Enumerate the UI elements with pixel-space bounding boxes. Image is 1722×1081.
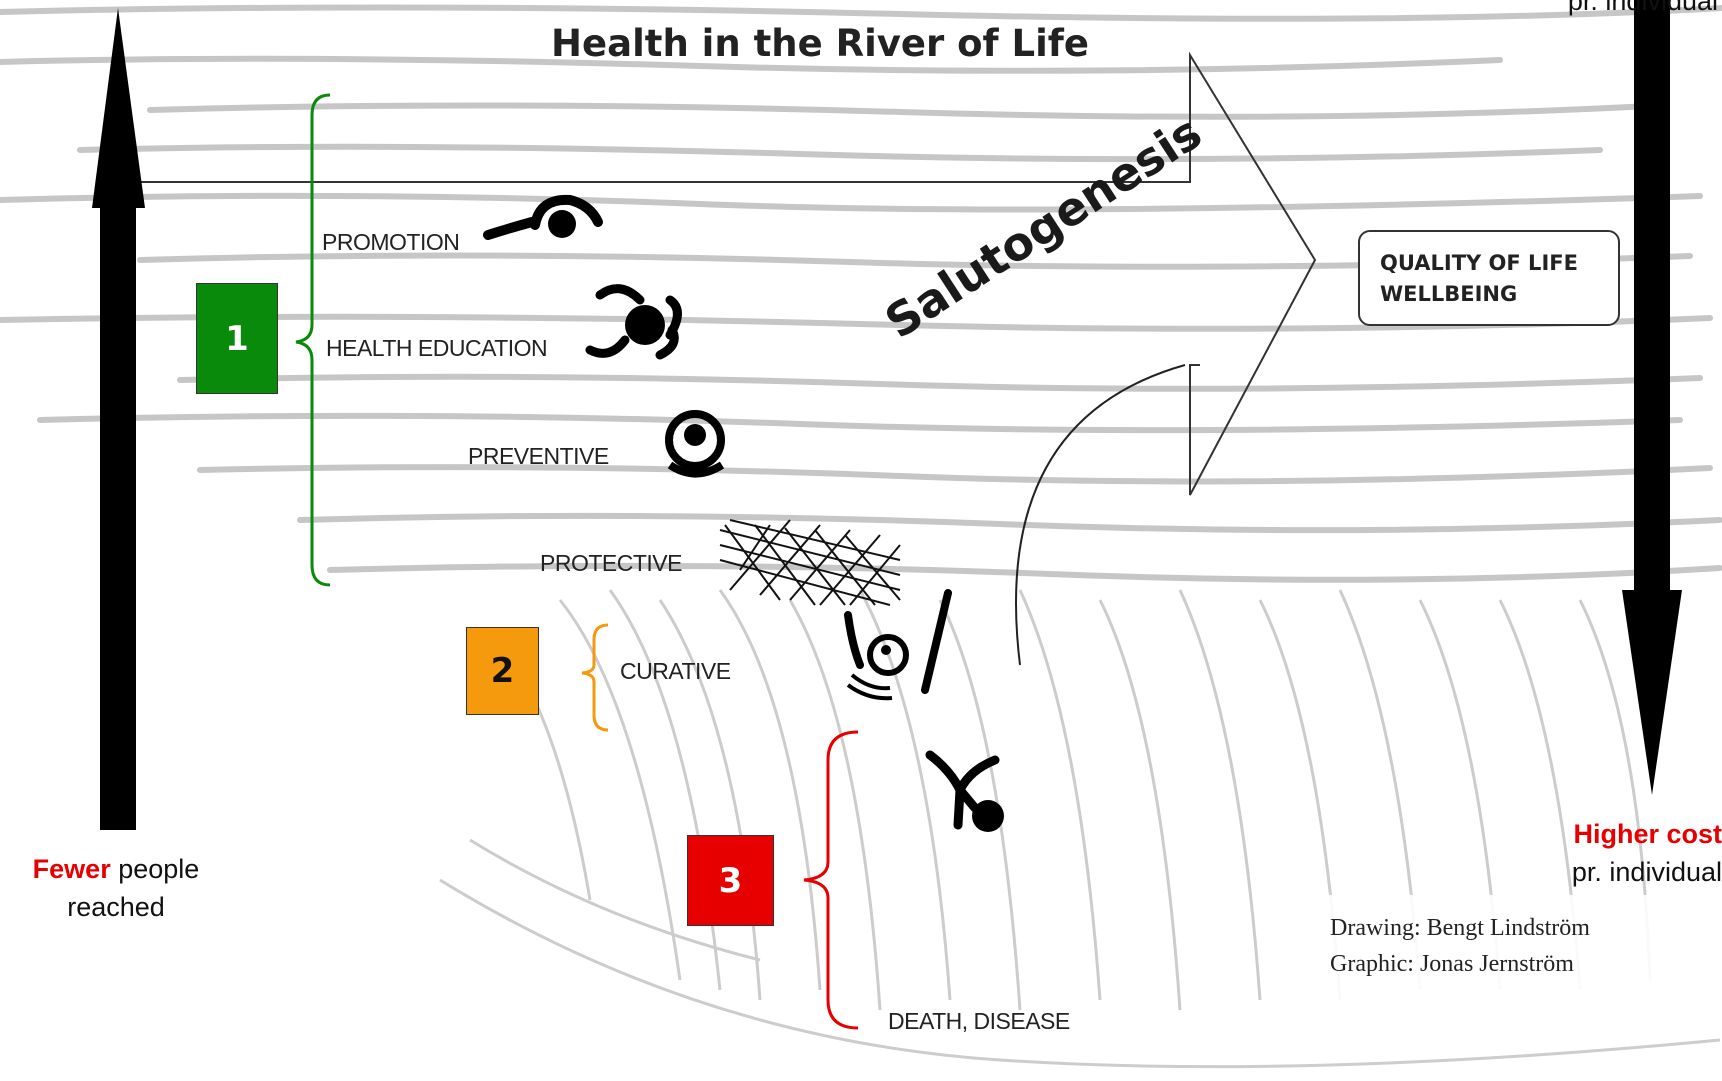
label-curative: CURATIVE — [620, 658, 731, 685]
page-title: Health in the River of Life — [0, 22, 1640, 65]
label-protective: PROTECTIVE — [540, 550, 682, 577]
label-promotion: PROMOTION — [322, 229, 459, 256]
left-caption: Fewer people reached — [0, 850, 232, 926]
fewer-highlight: Fewer — [33, 854, 111, 884]
reached-text: reached — [67, 892, 165, 922]
label-death-disease: DEATH, DISEASE — [888, 1008, 1070, 1035]
top-right-clipped-text: pr. individual — [1568, 0, 1718, 17]
credit-graphic: Graphic: Jonas Jernström — [1330, 946, 1590, 982]
promotion-figure-icon — [488, 200, 598, 238]
health-education-figure-icon — [590, 289, 678, 355]
higher-cost-highlight: Higher cost — [1573, 819, 1722, 849]
quality-of-life-box: QUALITY OF LIFE WELLBEING — [1358, 230, 1620, 326]
protective-net-icon — [720, 520, 900, 605]
right-caption: Higher cost pr. individual — [1500, 815, 1722, 891]
quality-line-1: QUALITY OF LIFE — [1380, 248, 1618, 279]
group-badge-3: 3 — [687, 835, 774, 926]
label-health-education: HEALTH EDUCATION — [326, 335, 547, 362]
credit-drawing: Drawing: Bengt Lindström — [1330, 910, 1590, 946]
bracket-1 — [296, 95, 330, 585]
people-text: people — [111, 854, 200, 884]
return-curve — [1016, 365, 1185, 665]
credits: Drawing: Bengt Lindström Graphic: Jonas … — [1330, 910, 1590, 982]
label-preventive: PREVENTIVE — [468, 443, 609, 470]
quality-line-2: WELLBEING — [1380, 279, 1618, 310]
group-badge-2: 2 — [466, 627, 539, 715]
group-badge-1: 1 — [196, 283, 278, 394]
cost-arrow-down — [1622, 0, 1682, 795]
falling-figure-icon — [930, 755, 1004, 832]
per-individual-text: pr. individual — [1572, 857, 1722, 887]
